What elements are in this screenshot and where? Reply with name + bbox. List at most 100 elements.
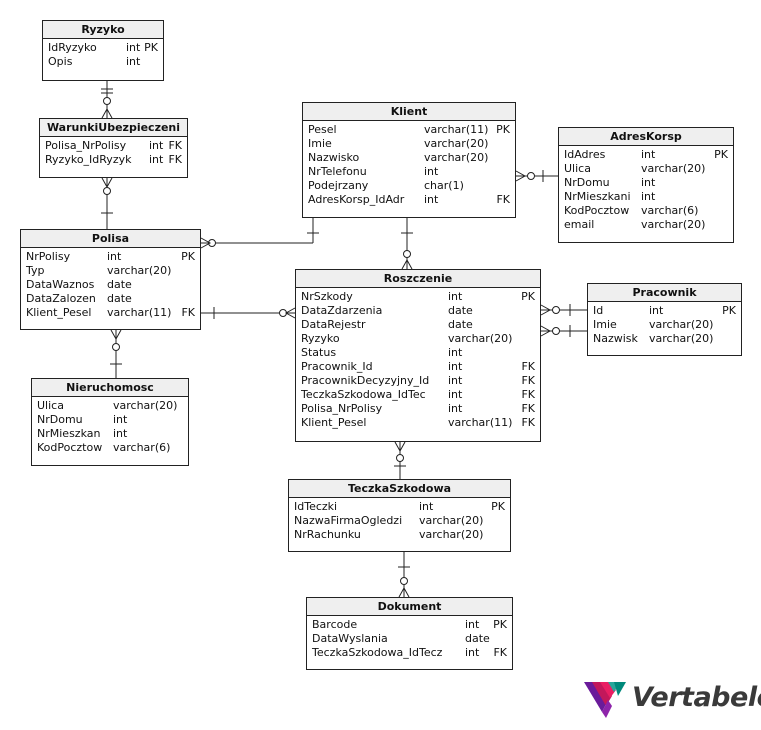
column-type: varchar(6) bbox=[641, 204, 699, 217]
column-key: FK bbox=[521, 360, 535, 373]
crowfoot-marker bbox=[398, 586, 410, 598]
column-type: int bbox=[419, 500, 434, 513]
column-row: Klient_Pesel varchar(11) FK bbox=[301, 416, 535, 430]
optional-marker bbox=[552, 327, 560, 335]
entity-title: TeczkaSzkodowa bbox=[289, 480, 510, 498]
column-type: varchar(20) bbox=[419, 528, 484, 541]
column-row: TeczkaSzkodowa_IdTecz int FK bbox=[312, 646, 507, 660]
column-name: Pracownik_Id bbox=[301, 360, 373, 373]
column-type: int bbox=[448, 388, 463, 401]
column-type: varchar(20) bbox=[649, 332, 714, 345]
column-type: date bbox=[107, 278, 132, 291]
column-key: PK bbox=[491, 500, 505, 513]
optional-marker bbox=[400, 577, 408, 585]
optional-marker bbox=[527, 172, 535, 180]
crowfoot-marker bbox=[284, 307, 296, 319]
column-type: int bbox=[641, 176, 656, 189]
column-name: TeczkaSzkodowa_IdTec bbox=[301, 388, 426, 401]
optional-marker bbox=[103, 97, 111, 105]
crowfoot-marker bbox=[101, 107, 113, 119]
column-type: int bbox=[465, 646, 480, 659]
column-name: IdTeczki bbox=[294, 500, 338, 513]
column-type: int bbox=[448, 290, 463, 303]
column-name: NrPolisy bbox=[26, 250, 71, 263]
entity-title: WarunkiUbezpieczeni bbox=[40, 119, 187, 137]
optional-marker bbox=[112, 343, 120, 351]
column-type: varchar(20) bbox=[424, 151, 489, 164]
entity-title: Nieruchomosc bbox=[32, 379, 188, 397]
crowfoot-marker bbox=[110, 329, 122, 341]
column-type: varchar(20) bbox=[649, 318, 714, 331]
column-key: FK bbox=[181, 306, 195, 319]
column-type: int bbox=[149, 139, 164, 152]
column-key: PK bbox=[496, 123, 510, 136]
column-key: PK bbox=[181, 250, 195, 263]
crowfoot-marker bbox=[394, 441, 406, 453]
column-row: Imie varchar(20) bbox=[308, 137, 510, 151]
column-name: DataWyslania bbox=[312, 632, 388, 645]
column-name: Ryzyko bbox=[301, 332, 340, 345]
column-type: date bbox=[107, 292, 132, 305]
column-name: NrTelefonu bbox=[308, 165, 367, 178]
column-row: KodPocztow varchar(6) bbox=[564, 204, 728, 218]
column-type: char(1) bbox=[424, 179, 464, 192]
vertabelo-logo: Vertabelo bbox=[584, 678, 761, 722]
entity-title: Ryzyko bbox=[43, 21, 163, 39]
entity-title: Pracownik bbox=[588, 284, 741, 302]
column-type: int bbox=[149, 153, 164, 166]
column-key: FK bbox=[168, 139, 182, 152]
column-name: IdAdres bbox=[564, 148, 606, 161]
column-type: varchar(11) bbox=[424, 123, 489, 136]
column-type: int bbox=[641, 190, 656, 203]
column-type: int bbox=[126, 41, 141, 54]
column-type: int bbox=[448, 374, 463, 387]
entity-title: Polisa bbox=[21, 230, 200, 248]
column-name: Klient_Pesel bbox=[26, 306, 92, 319]
column-type: varchar(11) bbox=[448, 416, 513, 429]
column-name: KodPocztow bbox=[564, 204, 630, 217]
column-type: varchar(20) bbox=[424, 137, 489, 150]
column-name: Imie bbox=[308, 137, 332, 150]
column-name: email bbox=[564, 218, 595, 231]
column-key: FK bbox=[521, 416, 535, 429]
column-key: PK bbox=[722, 304, 736, 317]
column-name: TeczkaSzkodowa_IdTecz bbox=[312, 646, 443, 659]
crowfoot-marker bbox=[401, 258, 413, 270]
entity-title: AdresKorsp bbox=[559, 128, 733, 146]
column-type: date bbox=[448, 304, 473, 317]
column-name: Polisa_NrPolisy bbox=[301, 402, 383, 415]
optional-marker bbox=[552, 306, 560, 314]
column-name: Klient_Pesel bbox=[301, 416, 367, 429]
column-type: int bbox=[448, 360, 463, 373]
vertabelo-logo-icon bbox=[584, 682, 626, 718]
column-key: FK bbox=[493, 646, 507, 659]
